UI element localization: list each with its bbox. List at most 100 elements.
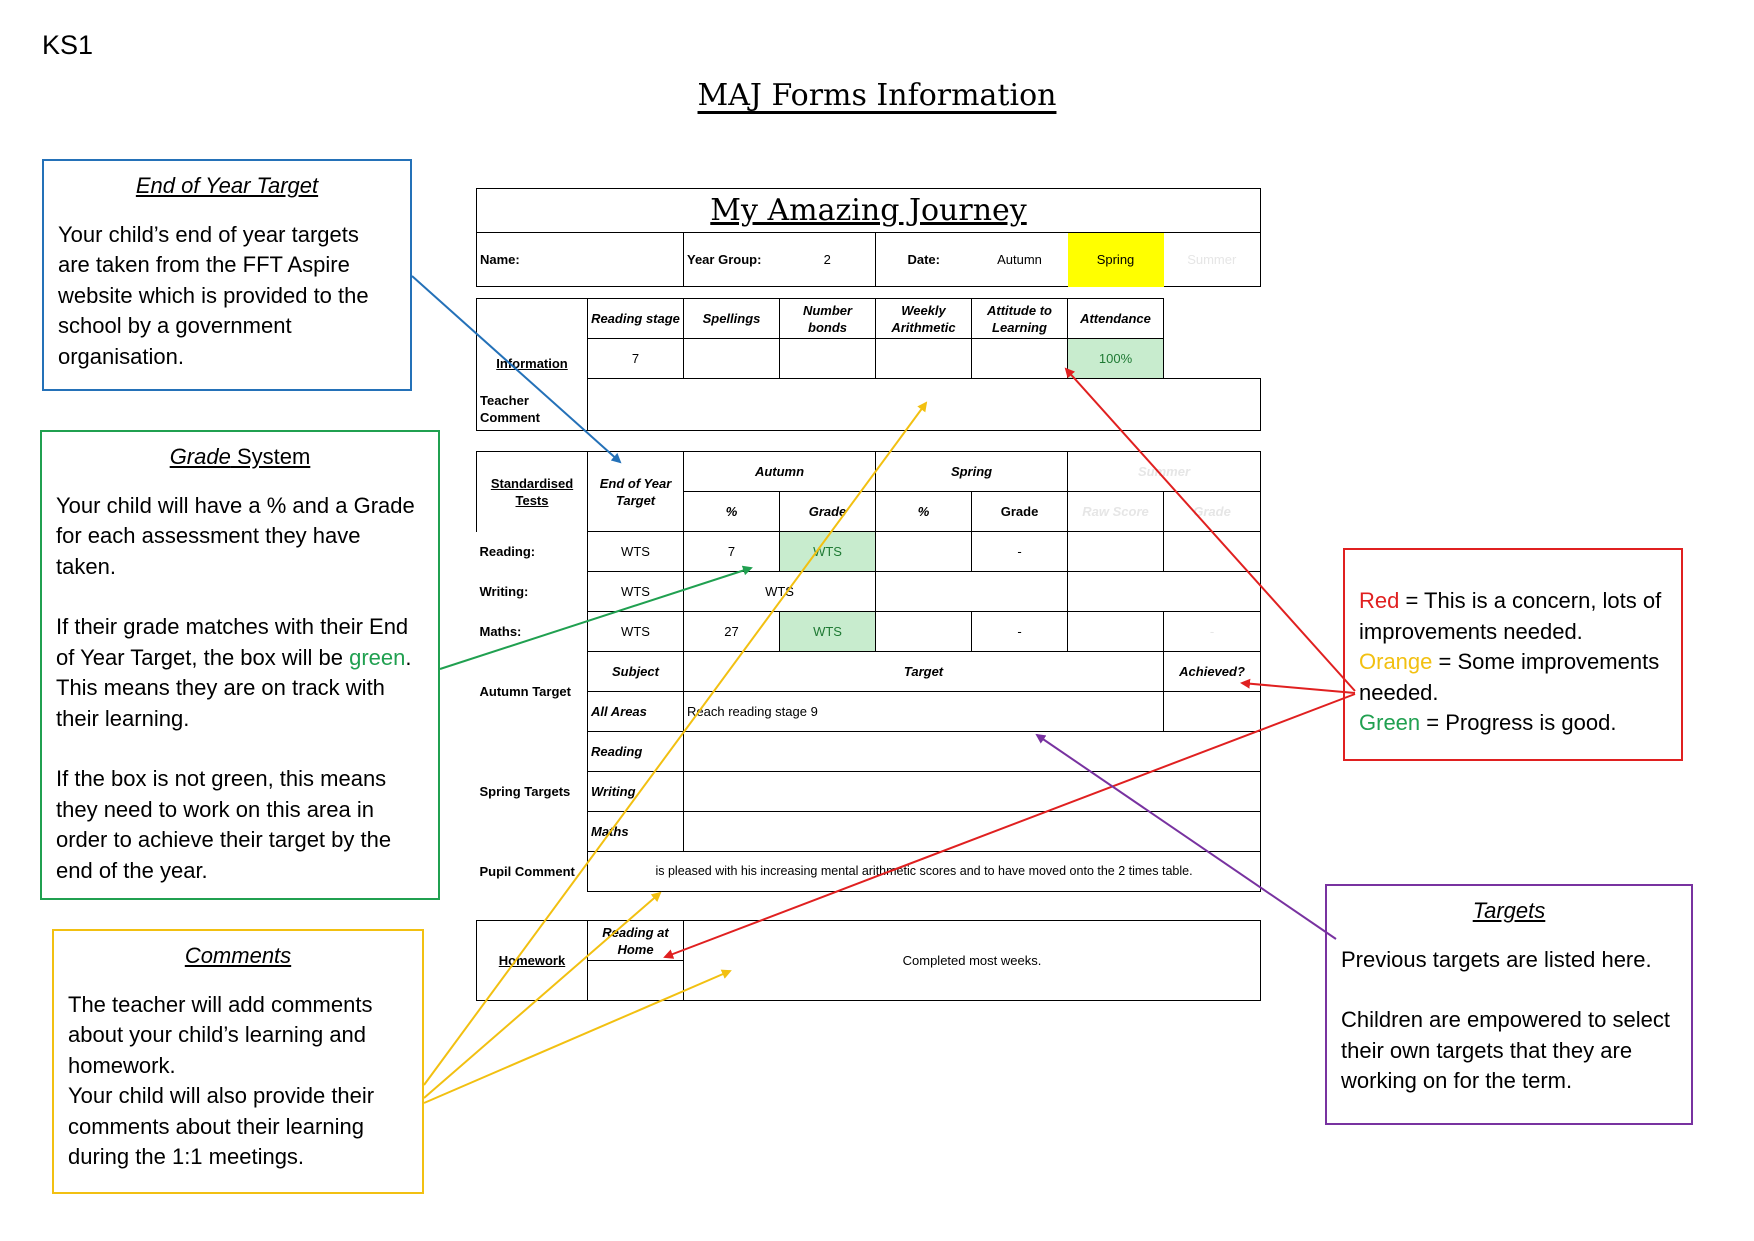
key-green: Green = Progress is good. xyxy=(1359,710,1617,735)
achieved-header: Achieved? xyxy=(1163,651,1262,692)
target-achieved xyxy=(1163,691,1262,732)
subject-header: Subject xyxy=(587,651,684,692)
form-header-table: My Amazing Journey Name: Year Group: 2 D… xyxy=(475,188,1262,287)
maths-spring-pct xyxy=(875,611,973,652)
targets-note: Targets Previous targets are listed here… xyxy=(1325,884,1693,1125)
table-row: All Areas Reach reading stage 9 xyxy=(477,691,1262,732)
autumn-target-label: Autumn Target xyxy=(479,684,571,699)
reading-autumn-pct: 7 xyxy=(683,531,780,572)
col-header: % xyxy=(683,491,780,532)
homework-label: Homework xyxy=(498,953,566,968)
col-header: Grade xyxy=(778,491,877,532)
info-header: Number bonds xyxy=(779,298,876,339)
information-label: Information xyxy=(496,355,568,371)
table-row: Reading: WTS 7 WTS - xyxy=(477,531,1262,572)
term-summer: Summer xyxy=(1163,232,1262,287)
pupil-comment-text: is pleased with his increasing mental ar… xyxy=(586,851,1262,892)
maths-spring-grade: - xyxy=(971,611,1069,652)
target-subject: All Areas xyxy=(587,691,684,732)
note-body: Your child’s end of year targets are tak… xyxy=(58,221,369,369)
information-table: Information Reading stage Spellings Numb… xyxy=(476,298,1261,431)
info-header: Attitude to Learning xyxy=(971,298,1068,339)
writing-target: WTS xyxy=(587,571,684,612)
number-bonds-value xyxy=(779,338,876,379)
writing-autumn: WTS xyxy=(682,571,877,612)
writing-spring xyxy=(875,571,1069,612)
year-group-label: Year Group: xyxy=(683,232,780,287)
writing-summer xyxy=(1067,571,1262,612)
teacher-comment-label: Teacher Comment xyxy=(476,378,588,431)
reading-spring-grade: - xyxy=(971,531,1069,572)
maths-autumn-pct: 27 xyxy=(683,611,780,652)
target-text: Reach reading stage 9 xyxy=(682,691,1165,732)
reading-stage-value: 7 xyxy=(587,338,684,379)
autumn-header: Autumn xyxy=(682,451,877,492)
reading-at-home-label: Reading at Home xyxy=(587,920,684,961)
info-header: Spellings xyxy=(683,298,780,339)
name-label: Name: xyxy=(476,232,684,287)
maths-summer-raw xyxy=(1067,611,1165,652)
colour-key-note: Red = This is a concern, lots of improve… xyxy=(1343,548,1683,761)
form-title: My Amazing Journey xyxy=(475,188,1262,233)
table-row: Writing xyxy=(477,771,1262,812)
target-subject: Reading xyxy=(587,731,684,772)
note-paragraph: Children are empowered to select their o… xyxy=(1341,1007,1670,1093)
reading-at-home-value xyxy=(587,960,684,1001)
term-spring: Spring xyxy=(1067,232,1164,287)
table-row: Spring Targets Reading xyxy=(477,731,1262,799)
target-subject: Writing xyxy=(587,771,684,812)
teacher-comment-field xyxy=(587,378,1261,431)
spring-targets-label: Spring Targets xyxy=(479,784,571,799)
maths-autumn-grade: WTS xyxy=(778,611,877,652)
col-header: Grade xyxy=(1163,491,1262,532)
table-row: Writing: WTS WTS xyxy=(477,571,1262,612)
maths-summer-grade: - xyxy=(1163,611,1262,652)
col-header: Grade xyxy=(971,491,1069,532)
reading-row-label: Reading: xyxy=(479,544,536,559)
key-stage-label: KS1 xyxy=(42,30,94,60)
date-label: Date: xyxy=(875,232,972,287)
end-of-year-target-note: End of Year Target Your child’s end of y… xyxy=(42,159,412,391)
reading-autumn-grade: WTS xyxy=(778,531,877,572)
grade-system-note: Grade System Your child will have a % an… xyxy=(40,430,440,900)
info-header: Attendance xyxy=(1067,298,1164,339)
key-orange: Orange = Some improvements needed. xyxy=(1359,649,1660,705)
info-header: Reading stage xyxy=(587,298,684,339)
note-paragraph: Your child will have a % and a Grade for… xyxy=(56,492,415,579)
note-paragraph: Previous targets are listed here. xyxy=(1341,946,1652,972)
attitude-value xyxy=(971,338,1068,379)
table-row: Maths: WTS 27 WTS - - xyxy=(477,611,1262,652)
note-title: Targets xyxy=(1472,898,1546,923)
reading-summer-raw xyxy=(1067,531,1165,572)
info-header: Weekly Arithmetic xyxy=(875,298,972,339)
pupil-comment-label: Pupil Comment xyxy=(479,864,575,879)
year-group-value: 2 xyxy=(779,232,876,287)
table-row: Maths xyxy=(477,811,1262,852)
target-header: Target xyxy=(682,651,1165,692)
spring-header: Spring xyxy=(875,451,1069,492)
comments-note: Comments The teacher will add comments a… xyxy=(52,929,424,1194)
reading-summer-grade xyxy=(1163,531,1262,572)
maths-target: WTS xyxy=(587,611,684,652)
homework-text: Completed most weeks. xyxy=(683,920,1261,1001)
note-title: Grade System xyxy=(169,444,311,469)
col-header: % xyxy=(875,491,973,532)
note-paragraph: Your child will also provide their comme… xyxy=(68,1083,375,1169)
target-text xyxy=(682,771,1262,812)
writing-row-label: Writing: xyxy=(479,584,529,599)
maths-row-label: Maths: xyxy=(479,624,522,639)
reading-target: WTS xyxy=(587,531,684,572)
attendance-value: 100% xyxy=(1067,338,1164,379)
weekly-arithmetic-value xyxy=(875,338,972,379)
term-autumn: Autumn xyxy=(971,232,1068,287)
target-text xyxy=(682,731,1262,772)
page-title: MAJ Forms Information xyxy=(697,78,1057,113)
note-paragraph: If their grade matches with their End of… xyxy=(56,614,412,731)
col-header: Raw Score xyxy=(1067,491,1165,532)
target-subject: Maths xyxy=(587,811,684,852)
spellings-value xyxy=(683,338,780,379)
note-paragraph: If the box is not green, this means they… xyxy=(56,766,392,883)
note-paragraph: The teacher will add comments about your… xyxy=(68,991,373,1078)
